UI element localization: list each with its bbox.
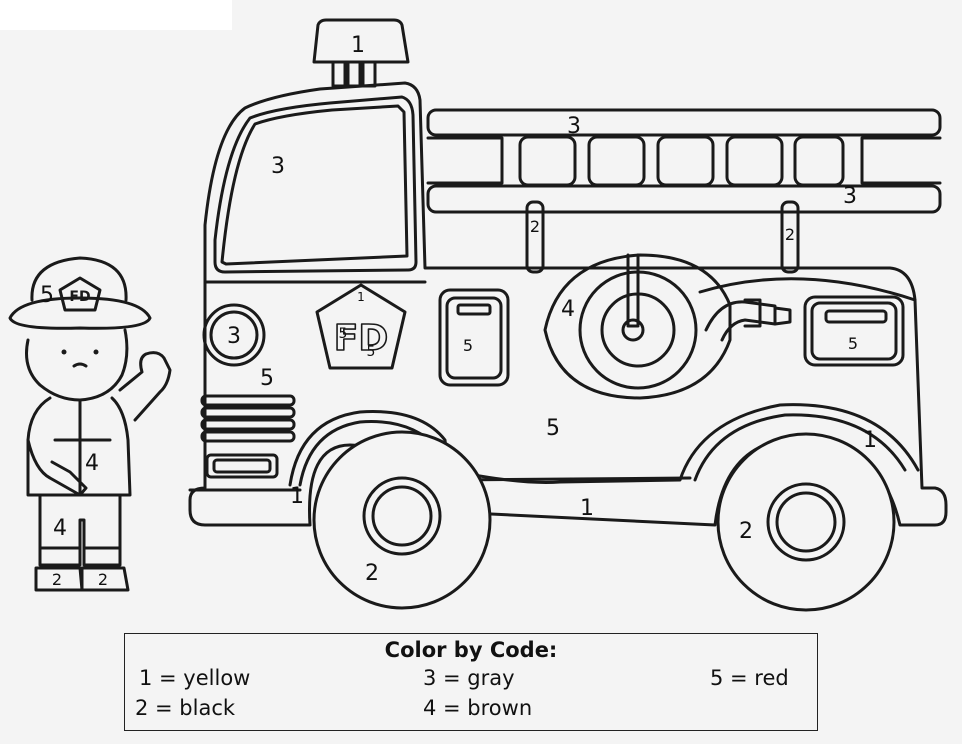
label-hose: 4 xyxy=(561,297,575,322)
door-panel xyxy=(438,288,510,387)
headlight xyxy=(202,303,266,367)
label-wheel-rear: 2 xyxy=(739,519,753,544)
helmet-badge-text: FD xyxy=(69,289,90,305)
label-wheel-front: 2 xyxy=(365,561,379,586)
hose-reel xyxy=(543,253,792,400)
label-door-panel: 5 xyxy=(463,336,473,355)
label-badge-top: 1 xyxy=(357,290,365,304)
label-badge-left: 5 xyxy=(339,326,348,342)
label-body-front: 5 xyxy=(260,366,274,391)
helmet xyxy=(8,256,152,330)
label-pants: 4 xyxy=(53,516,67,541)
label-bumper: 1 xyxy=(290,484,304,509)
side-box xyxy=(803,295,905,367)
boot-right xyxy=(80,566,130,592)
label-ladder-right: 3 xyxy=(843,184,857,209)
firefighter: 5 FD 4 4 2 2 xyxy=(8,256,172,592)
key-item-black: 2 = black xyxy=(135,696,236,720)
label-boot-left: 2 xyxy=(52,570,62,589)
label-ladder-bracket-left: 2 xyxy=(530,217,540,236)
running-board xyxy=(443,476,692,482)
raised-hand xyxy=(118,351,172,422)
label-window: 3 xyxy=(271,154,285,179)
label-beacon: 1 xyxy=(351,33,365,58)
fd-badge xyxy=(315,283,407,370)
wheel-front xyxy=(312,430,492,610)
label-coat: 4 xyxy=(85,451,99,476)
key-item-red: 5 = red xyxy=(710,666,789,690)
key-item-yellow: 1 = yellow xyxy=(139,666,251,690)
pants xyxy=(38,493,122,567)
cab-window xyxy=(213,95,418,274)
top-left-blank xyxy=(0,0,232,30)
fire-truck: 1 3 3 3 2 2 4 3 5 1 5 5 FD 5 5 5 1 1 1 2… xyxy=(188,18,948,612)
label-ladder-top: 3 xyxy=(567,114,581,139)
key-item-gray: 3 = gray xyxy=(423,666,515,690)
grille xyxy=(200,394,296,443)
key-item-brown: 4 = brown xyxy=(423,696,533,720)
color-key: Color by Code: 1 = yellow 2 = black 3 = … xyxy=(124,633,818,731)
ladder xyxy=(426,108,942,274)
label-ladder-bracket-right: 2 xyxy=(785,225,795,244)
label-boot-right: 2 xyxy=(98,570,108,589)
label-badge-right: 5 xyxy=(367,344,376,360)
label-fender-right: 1 xyxy=(863,428,877,453)
ladder-bracket-left xyxy=(525,200,545,274)
ladder-bracket-right xyxy=(780,200,800,274)
front-fender xyxy=(288,410,450,487)
wheel-rear xyxy=(716,432,896,612)
label-body-middle: 5 xyxy=(546,416,560,441)
label-headlight: 3 xyxy=(227,324,241,349)
color-key-title: Color by Code: xyxy=(384,638,558,662)
label-helmet: 5 xyxy=(40,283,54,308)
front-vent xyxy=(205,453,279,479)
badge-text: FD xyxy=(334,318,388,359)
label-running-board: 1 xyxy=(580,496,594,521)
label-side-box: 5 xyxy=(848,334,858,353)
